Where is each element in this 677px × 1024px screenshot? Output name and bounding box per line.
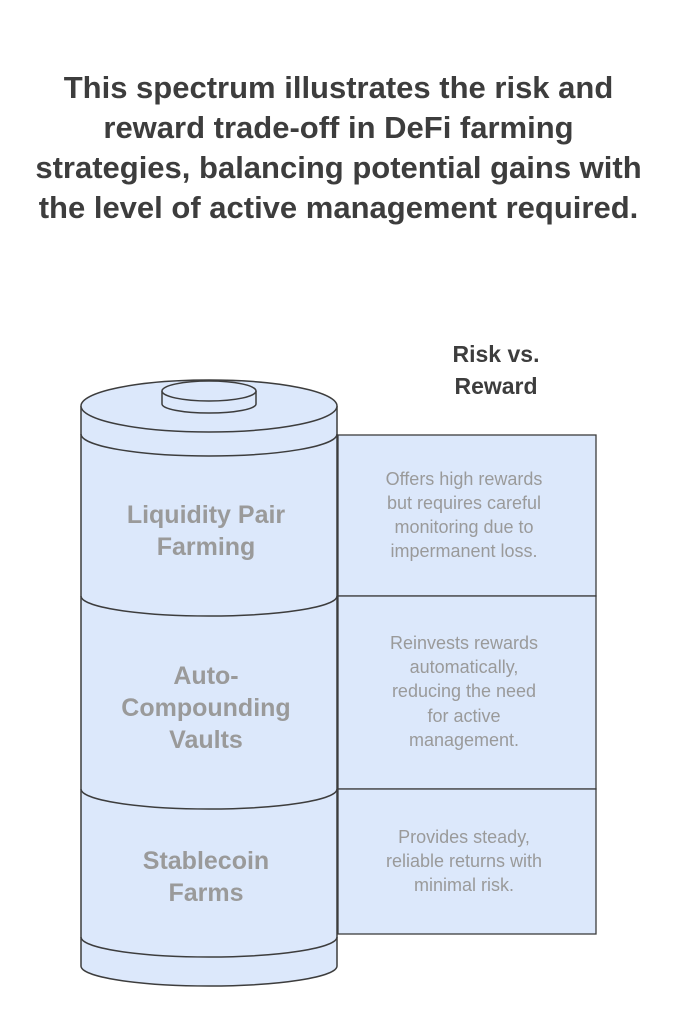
layer-2-desc-line-3: reducing the need: [392, 681, 536, 701]
layer-1-desc-line-3: monitoring due to: [394, 517, 533, 537]
layer-divider-1: [80, 595, 338, 617]
layer-2-desc-line-1: Reinvests rewards: [390, 633, 538, 653]
layer-3-label-line-1: Stablecoin: [143, 847, 269, 875]
header-line-2: Reward: [454, 373, 537, 399]
header-line-1: Risk vs.: [453, 341, 540, 367]
layer-stablecoin-farms: Stablecoin Farms Provides steady, reliab…: [143, 827, 542, 907]
layer-3-desc-line-2: reliable returns with: [386, 851, 542, 871]
page-title: This spectrum illustrates the risk and r…: [35, 70, 642, 225]
description-boxes: [337, 434, 597, 935]
cylinder-top-band: [80, 433, 338, 457]
cylinder-bottom-band: [80, 936, 338, 958]
layer-1-label-line-1: Liquidity Pair: [127, 501, 286, 529]
layer-2-desc-line-5: management.: [409, 730, 519, 750]
description-box-1: [337, 434, 597, 597]
layer-liquidity-pair-farming: Liquidity Pair Farming Offers high rewar…: [127, 469, 543, 561]
risk-reward-header: Risk vs. Reward: [453, 341, 540, 399]
layer-2-label-line-2: Compounding: [121, 694, 290, 722]
layer-1-desc-line-4: impermanent loss.: [390, 541, 537, 561]
layer-2-label-line-1: Auto-: [173, 662, 238, 690]
layer-3-label-line-2: Farms: [168, 879, 243, 907]
layer-2-desc-line-4: for active: [427, 706, 500, 726]
stack-cylinder: [80, 379, 338, 987]
layer-1-desc-line-2: but requires careful: [387, 493, 541, 513]
layer-3-desc-line-3: minimal risk.: [414, 875, 514, 895]
description-box-3: [337, 788, 597, 935]
layer-2-label-line-3: Vaults: [169, 726, 243, 754]
layer-2-desc-line-2: automatically,: [410, 657, 519, 677]
cylinder-body: [80, 406, 338, 987]
layer-auto-compounding-vaults: Auto- Compounding Vaults Reinvests rewar…: [121, 633, 538, 754]
layer-3-desc-line-1: Provides steady,: [398, 827, 530, 847]
layer-divider-2: [80, 788, 338, 810]
layer-1-desc-line-1: Offers high rewards: [386, 469, 543, 489]
cylinder-terminal-top: [161, 380, 257, 402]
description-box-2: [337, 595, 597, 790]
layer-1-label-line-2: Farming: [157, 533, 256, 561]
